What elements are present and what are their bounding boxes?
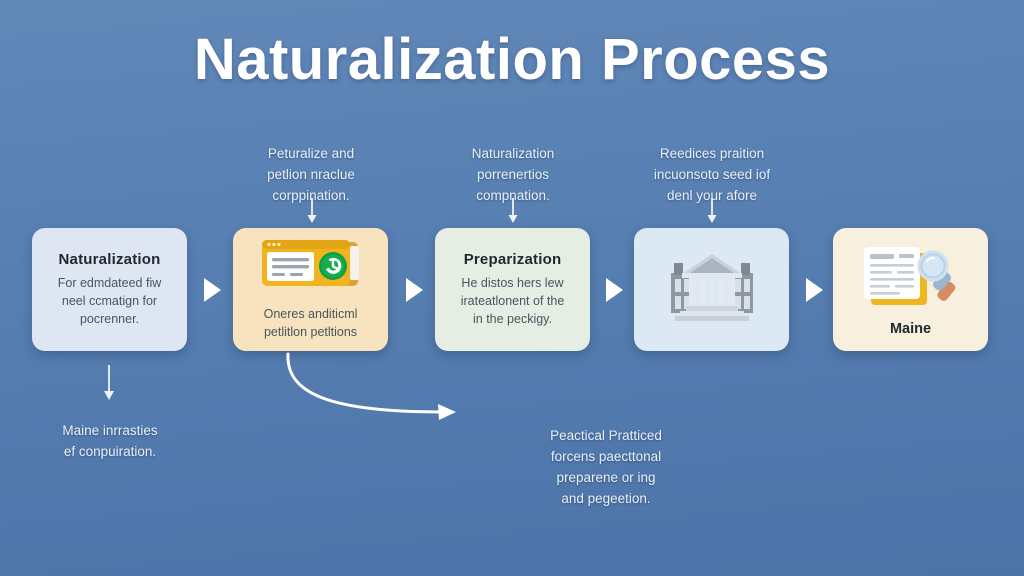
flow-chevron-icon (402, 275, 428, 305)
annotation-line: Naturalization (471, 146, 555, 161)
card-body-line: in the peckigy. (473, 312, 552, 326)
note-bottom-center: Peactical Pratticed forcens paecttonal p… (511, 425, 701, 509)
card-body: He distos hers lew irateatlonent of the … (461, 274, 565, 328)
card-body-line: petlitlon petltions (263, 325, 358, 339)
courthouse-building-icon (666, 249, 758, 330)
card-courthouse[interactable] (634, 228, 789, 351)
curved-flow-arrow-icon (282, 348, 472, 430)
card-body-line: For edmdateed fiw (57, 276, 162, 290)
flow-chevron-icon (802, 275, 828, 305)
page-title: Naturalization Process (193, 27, 831, 92)
annotation-above-card-4: Reedices praition incuonsoto seed iof de… (617, 143, 807, 206)
card-caption: Maine (889, 320, 932, 337)
document-form-window-icon (258, 238, 363, 297)
card-body-line: neel ccmatign for (61, 294, 158, 308)
note-line: forcens paecttonal (550, 449, 662, 464)
card-body: Oneres anditicml petlitlon petltions (243, 305, 378, 341)
card-petitions[interactable]: Oneres anditicml petlitlon petltions (233, 228, 388, 351)
note-line: Maine inrrasties (62, 423, 158, 438)
note-line: ef conpuiration. (63, 444, 157, 459)
annotation-line: denl your afore (666, 188, 758, 203)
note-line: and pegeetion. (561, 491, 651, 506)
annotation-line: compnation. (476, 188, 550, 203)
flow-chevron-icon (602, 275, 628, 305)
annotation-line: Peturalize and (267, 146, 355, 161)
note-bottom-left: Maine inrrasties ef conpuiration. (15, 420, 205, 462)
annotation-line: porrenertios (476, 167, 550, 182)
annotation-above-card-2: Peturalize and petlion nraclue corppinat… (216, 143, 406, 206)
down-arrow-icon (503, 196, 523, 226)
card-body: For edmdateed fiw neel ccmatign for pocr… (58, 274, 162, 328)
card-naturalization[interactable]: Naturalization For edmdateed fiw neel cc… (32, 228, 187, 351)
card-title: Preparization (463, 251, 562, 268)
down-arrow-icon (702, 196, 722, 226)
annotation-line: corppination. (272, 188, 350, 203)
card-preparization[interactable]: Preparization He distos hers lew irateat… (435, 228, 590, 351)
card-body-line: Oneres anditicml (263, 307, 358, 321)
card-body-line: irateatlonent of the (460, 294, 565, 308)
down-arrow-icon (302, 196, 322, 226)
card-body-line: He distos hers lew (461, 276, 564, 290)
document-magnifier-icon (853, 243, 969, 314)
note-line: preparene or ing (556, 470, 656, 485)
down-arrow-icon (99, 363, 119, 403)
annotation-above-card-3: Naturalization porrenertios compnation. (418, 143, 608, 206)
annotation-line: incuonsoto seed iof (653, 167, 771, 182)
card-body-line: pocrenner. (79, 312, 140, 326)
annotation-line: Reedices praition (659, 146, 765, 161)
card-title: Naturalization (58, 251, 161, 268)
annotation-line: petlion nraclue (267, 167, 355, 182)
note-line: Peactical Pratticed (550, 428, 662, 443)
card-maine[interactable]: Maine (833, 228, 988, 351)
flow-chevron-icon (200, 275, 226, 305)
